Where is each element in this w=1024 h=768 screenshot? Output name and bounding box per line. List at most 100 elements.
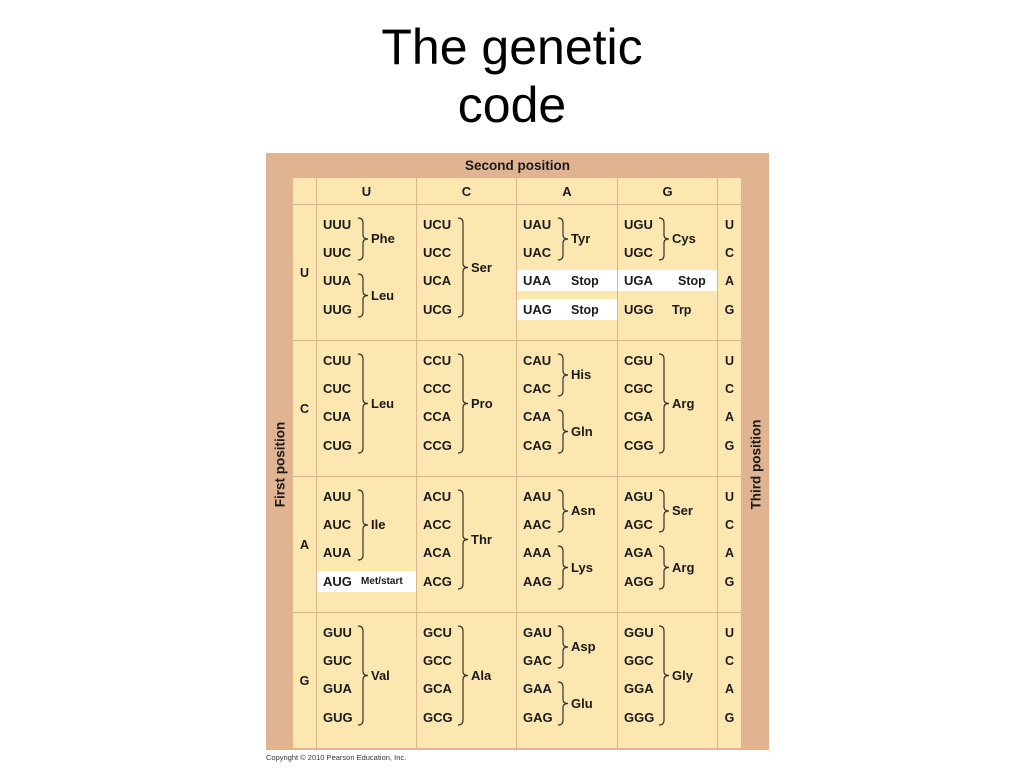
- codon-CCC: CCC: [423, 381, 452, 396]
- amino-acid-asn: Asn: [571, 503, 596, 518]
- curly-brace: [658, 489, 670, 533]
- curly-brace: [457, 217, 469, 318]
- third-base-A: A: [724, 546, 735, 560]
- codon-GUA: GUA: [323, 681, 352, 696]
- curly-brace: [557, 217, 569, 261]
- codon-GGC: GGC: [624, 653, 654, 668]
- amino-acid-phe: Phe: [371, 231, 395, 246]
- codon-UAU: UAU: [523, 217, 552, 232]
- header-spacer: [718, 178, 741, 204]
- codon-GCU: GCU: [423, 625, 452, 640]
- amino-acid-arg: Arg: [672, 559, 695, 575]
- codon-AUU: AUU: [323, 489, 352, 504]
- codon-UUG: UUG: [323, 302, 352, 317]
- third-base-G: G: [724, 303, 735, 317]
- second-position-label: Second position: [464, 158, 570, 173]
- highlight-row: [517, 270, 617, 291]
- codon-UUC: UUC: [323, 245, 352, 260]
- codon-GCA: GCA: [423, 681, 452, 696]
- curly-brace: [557, 409, 569, 454]
- codon-UAG: UAG: [523, 302, 552, 317]
- curly-brace: [658, 625, 670, 726]
- codon-UGC: UGC: [624, 245, 653, 260]
- copyright-notice: Copyright © 2010 Pearson Education, Inc.: [266, 753, 407, 762]
- amino-acid-trp: Trp: [672, 303, 692, 317]
- curly-brace: [557, 625, 569, 669]
- codon-GCC: GCC: [423, 653, 452, 668]
- curly-brace: [557, 489, 569, 533]
- codon-AAA: AAA: [523, 545, 552, 560]
- curly-brace: [557, 545, 569, 590]
- codon-CUC: CUC: [323, 381, 352, 396]
- third-base-U: U: [724, 626, 735, 640]
- codon-GAA: GAA: [523, 681, 552, 696]
- curly-brace: [457, 625, 469, 726]
- codon-AAC: AAC: [523, 517, 552, 532]
- stop-codon-label: Stop: [571, 303, 599, 317]
- curly-brace: [357, 489, 369, 561]
- codon-UUA: UUA: [323, 273, 352, 288]
- amino-acid-leu: Leu: [371, 287, 395, 303]
- second-base-header-G: G: [618, 178, 717, 204]
- codon-AGU: AGU: [624, 489, 653, 504]
- third-base-G: G: [724, 575, 735, 589]
- first-position-text: First position: [272, 421, 287, 507]
- highlight-row: [517, 299, 617, 320]
- curly-brace: [557, 353, 569, 397]
- amino-acid-his: His: [571, 367, 592, 382]
- codon-AUC: AUC: [323, 517, 352, 532]
- codon-CCU: CCU: [423, 353, 452, 368]
- curly-brace: [658, 545, 670, 590]
- codon-CAA: CAA: [523, 409, 552, 424]
- amino-acid-arg: Arg: [672, 395, 695, 411]
- codon-GAG: GAG: [523, 710, 553, 725]
- codon-CUA: CUA: [323, 409, 352, 424]
- amino-acid-lys: Lys: [571, 559, 593, 575]
- codon-UAA: UAA: [523, 273, 552, 288]
- amino-acid-gln: Gln: [571, 423, 593, 439]
- codon-CUU: CUU: [323, 353, 352, 368]
- codon-GUU: GUU: [323, 625, 352, 640]
- codon-GAC: GAC: [523, 653, 552, 668]
- codon-UAC: UAC: [523, 245, 552, 260]
- codon-AUG: AUG: [323, 574, 352, 589]
- amino-acid-ile: Ile: [371, 517, 386, 532]
- highlight-row: [618, 270, 717, 291]
- third-base-C: C: [724, 246, 735, 260]
- third-base-U: U: [724, 490, 735, 504]
- amino-acid-val: Val: [371, 667, 390, 683]
- amino-acid-tyr: Tyr: [571, 231, 591, 246]
- codon-CGU: CGU: [624, 353, 653, 368]
- amino-acid-ala: Ala: [471, 667, 492, 683]
- codon-CAC: CAC: [523, 381, 552, 396]
- second-base-header-U: U: [317, 178, 416, 204]
- codon-CGG: CGG: [624, 438, 654, 453]
- second-base-header-A: A: [517, 178, 617, 204]
- codon-GGA: GGA: [624, 681, 654, 696]
- amino-acid-asp: Asp: [571, 639, 596, 654]
- codon-UCC: UCC: [423, 245, 452, 260]
- codon-CAG: CAG: [523, 438, 552, 453]
- codon-CAU: CAU: [523, 353, 552, 368]
- stop-codon-label: Stop: [571, 274, 599, 288]
- third-base-C: C: [724, 382, 735, 396]
- amino-acid-gly: Gly: [672, 667, 693, 683]
- codon-CCA: CCA: [423, 409, 452, 424]
- first-position-label: First position: [266, 178, 293, 750]
- third-position-label: Third position: [742, 178, 769, 750]
- third-base-U: U: [724, 218, 735, 232]
- third-base-A: A: [724, 274, 735, 288]
- genetic-code-table: Second position First position Third pos…: [266, 153, 769, 750]
- curly-brace: [557, 681, 569, 726]
- amino-acid-ser: Ser: [672, 503, 693, 518]
- codon-ACU: ACU: [423, 489, 452, 504]
- codon-AAG: AAG: [523, 574, 552, 589]
- slide-title: The genetic code: [0, 18, 1024, 134]
